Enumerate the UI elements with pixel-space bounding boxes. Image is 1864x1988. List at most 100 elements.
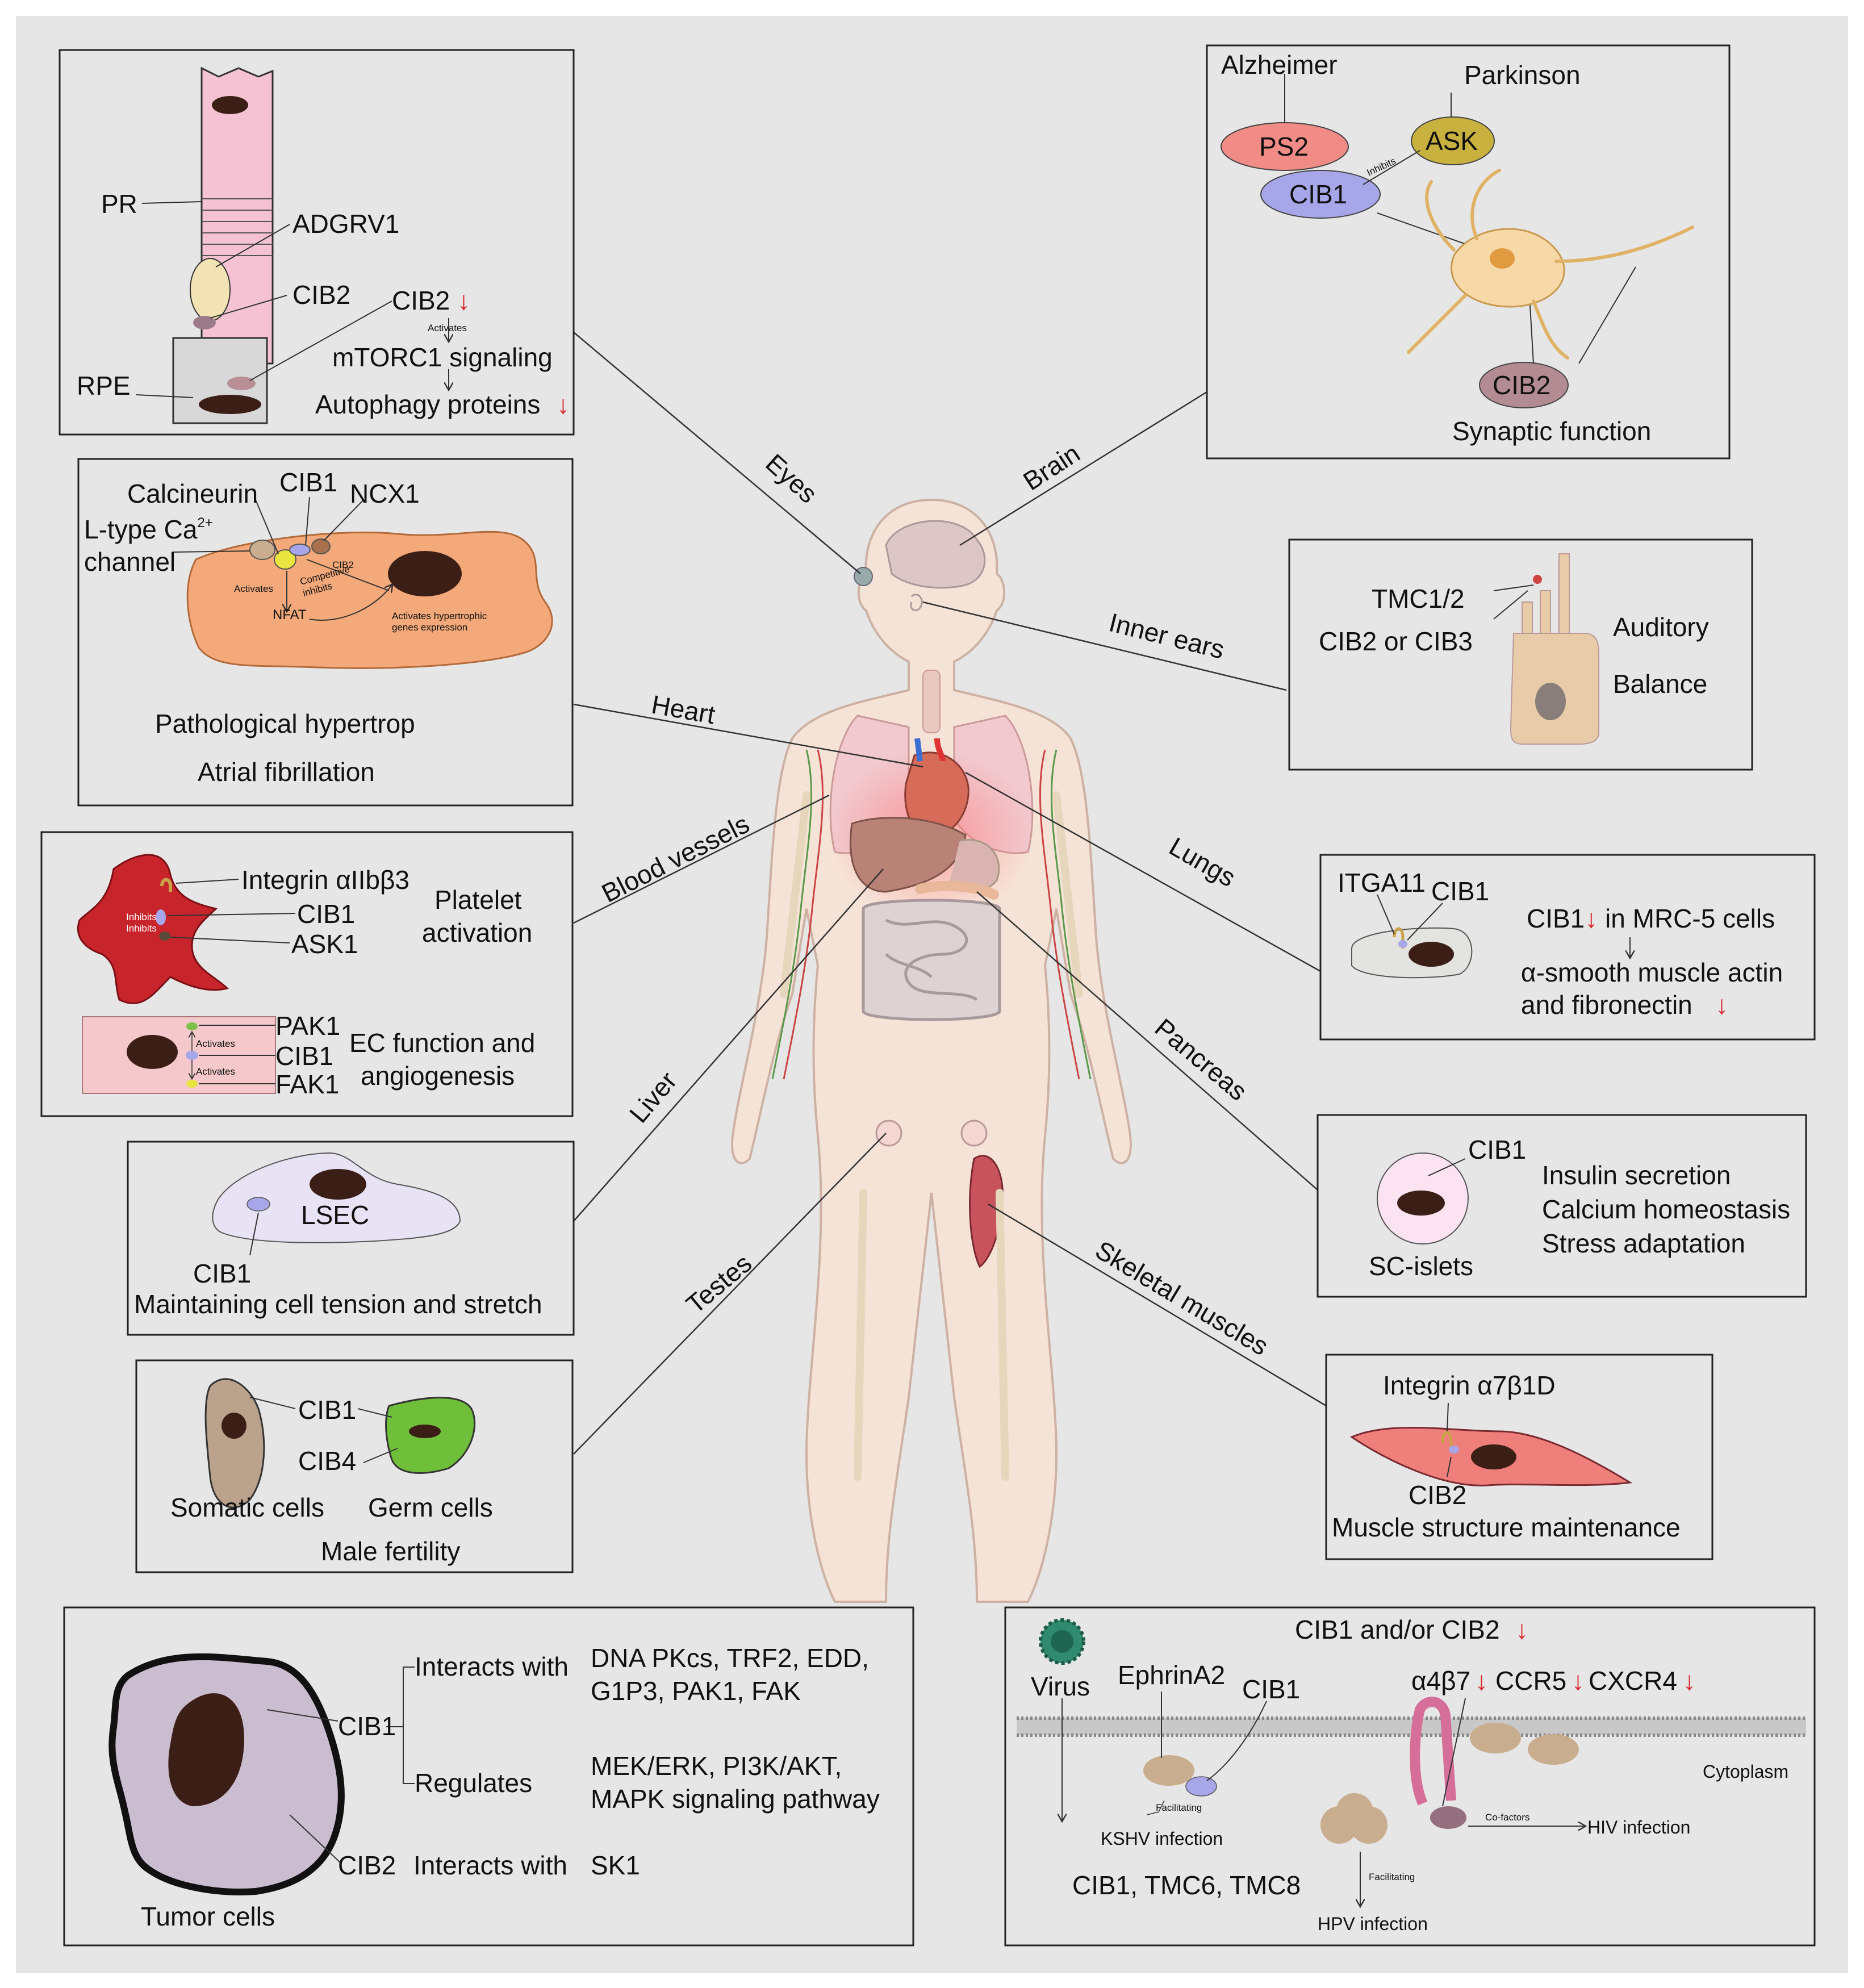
label-tension: Maintaining cell tension and stretch — [134, 1289, 542, 1319]
label-cib1: CIB1 — [1289, 179, 1347, 209]
skeletal-muscle-panel: Integrin α7β1D CIB2 Muscle structure mai… — [1325, 1354, 1713, 1560]
label-ccr5: CCR5 — [1495, 1666, 1566, 1695]
down-arrow-icon: ↓ — [1475, 1666, 1488, 1695]
down-arrow-icon: ↓ — [457, 286, 470, 315]
label-somatic: Somatic cells — [170, 1493, 324, 1522]
label-synaptic: Synaptic function — [1452, 416, 1651, 446]
label-facilitating: Facilitating — [1156, 1802, 1202, 1813]
label-ncx1: NCX1 — [350, 479, 420, 508]
label-parkinson: Parkinson — [1464, 60, 1581, 90]
label-sc-islets: SC-islets — [1369, 1251, 1473, 1281]
label-atrial-fibrillation: Atrial fibrillation — [198, 757, 375, 787]
label-muscle-maintenance: Muscle structure maintenance — [1332, 1513, 1681, 1542]
label-ec-function: EC function and — [349, 1028, 535, 1058]
label-ask1: ASK1 — [291, 929, 358, 959]
label-mtorc1: mTORC1 signaling — [332, 343, 553, 372]
label-pathological: Pathological hypertrop — [155, 709, 415, 738]
label-kshv: KSHV infection — [1101, 1828, 1223, 1849]
label-sma: α-smooth muscle actin — [1521, 958, 1783, 987]
label-channel: channel — [84, 547, 175, 577]
label-cib1: CIB1 — [298, 1395, 356, 1425]
label-cib1-tmc6-tmc8: CIB1, TMC6, TMC8 — [1072, 1870, 1301, 1900]
label-cib2: CIB2 — [1493, 370, 1550, 400]
blood-vessels-panel: Inhibits Inhibits Integrin αIIbβ3 CIB1 A… — [40, 831, 574, 1117]
label-autophagy: Autophagy proteins — [315, 390, 540, 419]
pancreas-panel: CIB1 SC-islets Insulin secretion Calcium… — [1316, 1114, 1807, 1298]
label-itga11: ITGA11 — [1338, 868, 1426, 897]
label-cib2: CIB2 — [1409, 1480, 1466, 1510]
label-cytoplasm: Cytoplasm — [1703, 1761, 1788, 1782]
label-adgrv1: ADGRV1 — [292, 209, 399, 239]
label-cib1: CIB1 — [1431, 876, 1489, 906]
brain-panel: Alzheimer Parkinson PS2 ASK CIB1 Inhibit… — [1206, 44, 1731, 460]
label-cib2-cib3: CIB2 or CIB3 — [1319, 627, 1473, 656]
down-arrow-icon: ↓ — [1715, 990, 1728, 1020]
label-activates-1: Activates — [196, 1038, 235, 1049]
label-insulin: Insulin secretion — [1542, 1160, 1731, 1190]
tumor-panel: CIB1 CIB2 Tumor cells Interacts with DNA… — [63, 1606, 914, 1947]
label-hyper1: Activates hypertrophic — [392, 611, 487, 621]
label-cib1: CIB1 — [338, 1711, 396, 1741]
label-cib2: CIB2 — [332, 559, 354, 570]
label-fertility: Male fertility — [321, 1536, 460, 1566]
label-cib1: CIB1 — [279, 467, 337, 497]
label-ask: ASK — [1426, 126, 1478, 156]
label-cib2: CIB2 — [292, 280, 350, 310]
label-mrc5: CIB1↓ in MRC-5 cells — [1527, 904, 1775, 933]
label-cxcr4: CXCR4 — [1589, 1666, 1677, 1695]
human-body — [731, 498, 1132, 1603]
label-a4b7: α4β7 — [1411, 1666, 1470, 1695]
label-tmc12: TMC1/2 — [1372, 584, 1465, 613]
label-virus: Virus — [1031, 1672, 1090, 1701]
eyes-panel: PR ADGRV1 CIB2 RPE CIB2 ↓ Activates mTOR… — [58, 49, 575, 436]
label-hyper2: genes expression — [392, 622, 467, 633]
label-activation: activation — [422, 918, 532, 947]
label-cib1: CIB1 — [1468, 1135, 1526, 1164]
label-cib1-ec: CIB1 — [275, 1041, 333, 1071]
down-arrow-icon: ↓ — [1515, 1615, 1528, 1644]
down-arrow-icon: ↓ — [557, 390, 570, 419]
lungs-panel: ITGA11 CIB1 CIB1↓ in MRC-5 cells α-smoot… — [1319, 854, 1816, 1041]
label-g1p3: G1P3, PAK1, FAK — [591, 1676, 801, 1706]
label-stress: Stress adaptation — [1542, 1229, 1745, 1258]
label-dna-pkcs: DNA PKcs, TRF2, EDD, — [591, 1643, 869, 1673]
label-tumor-cells: Tumor cells — [141, 1902, 275, 1931]
label-ps2: PS2 — [1259, 132, 1309, 161]
label-facilitating-2: Facilitating — [1369, 1872, 1415, 1882]
virus-panel: Virus EphrinA2 CIB1 CIB1 and/or CIB2 ↓ α… — [1004, 1606, 1816, 1947]
label-cib1: CIB1 — [297, 899, 355, 929]
down-arrow-icon: ↓ — [1683, 1666, 1696, 1695]
label-mek-erk: MEK/ERK, PI3K/AKT, — [591, 1751, 842, 1781]
label-cib2: CIB2 — [338, 1851, 396, 1880]
label-activates: Activates — [428, 323, 467, 333]
label-pak1: PAK1 — [275, 1011, 340, 1041]
label-inhibits-2: Inhibits — [126, 923, 157, 934]
label-inhibits-1: Inhibits — [126, 912, 157, 922]
label-integrin-aiib3: Integrin αIIbβ3 — [241, 865, 409, 895]
testes-panel: CIB1 CIB4 Somatic cells Germ cells Male … — [135, 1359, 574, 1573]
label-lsec: LSEC — [301, 1200, 369, 1230]
label-cib4: CIB4 — [298, 1446, 356, 1476]
label-fak1: FAK1 — [275, 1070, 340, 1099]
label-angiogenesis: angiogenesis — [361, 1061, 515, 1091]
label-alzheimer: Alzheimer — [1221, 50, 1338, 80]
label-regulates: Regulates — [415, 1768, 532, 1798]
label-calcineurin: Calcineurin — [127, 479, 258, 508]
label-interacts-with: Interacts with — [415, 1652, 569, 1681]
label-activates-2: Activates — [196, 1066, 235, 1077]
label-fibronectin: and fibronectin — [1521, 990, 1692, 1020]
inner-ears-panel: TMC1/2 CIB2 or CIB3 Auditory Balance — [1288, 538, 1753, 771]
label-ephrina2: EphrinA2 — [1118, 1660, 1225, 1690]
label-cofactors: Co-factors — [1485, 1812, 1529, 1823]
label-cib1-cib2: CIB1 and/or CIB2 — [1295, 1615, 1500, 1644]
label-nfat: NFAT — [273, 607, 307, 623]
label-cib2-down: CIB2 — [392, 286, 450, 315]
label-sk1: SK1 — [591, 1851, 640, 1880]
label-calcium: Calcium homeostasis — [1542, 1195, 1790, 1224]
connector-lines — [573, 332, 1327, 1455]
label-cib1: CIB1 — [193, 1259, 251, 1288]
label-hpv: HPV infection — [1318, 1914, 1428, 1934]
heart-panel: Calcineurin CIB1 NCX1 L-type Ca2+ channe… — [77, 458, 574, 807]
